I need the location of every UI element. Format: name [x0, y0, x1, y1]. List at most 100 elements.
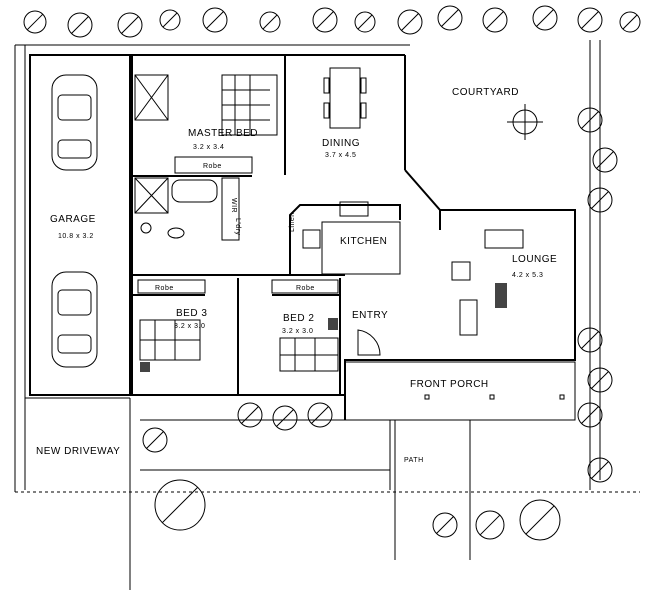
tree-icon: [532, 5, 558, 31]
tree-icon: [482, 7, 508, 33]
garage: GARAGE 10.8 x 3.2: [29, 54, 131, 396]
tree-icon: [159, 9, 181, 31]
armchair-icon: [451, 261, 471, 281]
lounge-label: LOUNGE: [512, 254, 557, 265]
tree-icon-stroke: [311, 406, 329, 424]
courtyard: COURTYARD: [452, 87, 543, 140]
ldry-label: L'dry: [234, 218, 241, 235]
tree-icon-stroke: [591, 371, 609, 389]
tree-icon: [354, 11, 376, 33]
master-bedroom: Robe MASTER BED 3.2 x 3.4: [134, 74, 278, 174]
bed2-size: 3.2 x 3.0: [282, 328, 313, 335]
tree-icon: [142, 427, 168, 453]
bed2-label: BED 2: [283, 313, 314, 324]
trees: [23, 5, 641, 541]
tree-icon: [397, 9, 423, 35]
tree-icon: [587, 367, 613, 393]
tree-icon-stroke: [316, 11, 334, 29]
tree-icon-stroke: [581, 11, 599, 29]
lounge: LOUNGE 4.2 x 5.3: [451, 229, 557, 336]
toilet-icon: [140, 222, 152, 234]
tree-icon-stroke: [525, 505, 555, 535]
door-swing-icon[interactable]: [357, 329, 381, 356]
tree-icon-stroke: [591, 461, 609, 479]
tree-icon: [619, 11, 641, 33]
driveway: NEW DRIVEWAY: [25, 397, 131, 590]
tree-icon: [437, 5, 463, 31]
tree-icon: [577, 327, 603, 353]
car-icon: [51, 74, 98, 171]
kitchen-label: KITCHEN: [340, 236, 387, 247]
tree-icon-stroke: [276, 409, 294, 427]
master-bed-size: 3.2 x 3.4: [193, 144, 224, 151]
tree-icon: [432, 512, 458, 538]
bedroom-2: Robe BED 2 3.2 x 3.0: [271, 279, 339, 372]
linen-label: Linen: [289, 212, 296, 232]
robe-master: [174, 156, 253, 174]
dining-label: DINING: [322, 138, 360, 149]
robe-label: Robe: [155, 285, 174, 292]
bath-icon: [171, 179, 218, 203]
tree-icon: [237, 402, 263, 428]
tree-icon-stroke: [581, 331, 599, 349]
master-bed-label: MASTER BED: [188, 128, 258, 139]
tree-icon: [577, 402, 603, 428]
bed3-label: BED 3: [176, 308, 207, 319]
house-walls: [130, 54, 576, 420]
tree-icon: [259, 11, 281, 33]
robe-label: Robe: [296, 285, 315, 292]
tree-icon-stroke: [581, 111, 599, 129]
tree-icon-stroke: [357, 14, 373, 30]
front-porch-label: FRONT PORCH: [410, 379, 489, 390]
tree-icon-stroke: [441, 9, 459, 27]
tree-icon-stroke: [581, 406, 599, 424]
lounge-size: 4.2 x 5.3: [512, 272, 543, 279]
tree-icon: [154, 479, 206, 531]
entry-label: ENTRY: [352, 310, 388, 321]
sofa-icon: [484, 229, 524, 249]
tree-icon-stroke: [262, 14, 278, 30]
robe-label: Robe: [203, 163, 222, 170]
driveway-label: NEW DRIVEWAY: [36, 446, 120, 457]
bathroom: WIR: [134, 177, 240, 241]
rug-icon: [495, 283, 507, 308]
tree-icon: [592, 147, 618, 173]
bed3-size: 3.2 x 3.0: [174, 323, 205, 330]
garage-size: 10.8 x 3.2: [58, 233, 94, 240]
tree-icon: [117, 12, 143, 38]
tree-icon-stroke: [71, 16, 89, 34]
tree-icon-stroke: [146, 431, 164, 449]
kitchen: KITCHEN Linen L'dry: [234, 201, 401, 275]
tree-icon: [519, 499, 561, 541]
tree-icon: [312, 7, 338, 33]
tree-icon-stroke: [401, 13, 419, 31]
tree-icon-stroke: [241, 406, 259, 424]
tree-icon: [587, 457, 613, 483]
path-label: PATH: [404, 457, 424, 464]
tree-icon: [23, 10, 47, 34]
front-porch: FRONT PORCH PATH: [140, 361, 576, 560]
tree-icon: [272, 405, 298, 431]
car-icon: [51, 271, 98, 368]
tree-icon-stroke: [436, 516, 454, 534]
plant-icon: [140, 362, 150, 372]
basin-icon: [167, 227, 185, 239]
tree-icon-stroke: [479, 514, 501, 536]
tree-icon-stroke: [162, 487, 198, 523]
cooktop-icon: [302, 229, 321, 249]
sofa-icon: [459, 299, 478, 336]
tree-icon: [587, 187, 613, 213]
tree-icon: [577, 7, 603, 33]
courtyard-label: COURTYARD: [452, 87, 519, 98]
dining-size: 3.7 x 4.5: [325, 152, 356, 159]
tree-icon: [475, 510, 505, 540]
tree-icon-stroke: [591, 191, 609, 209]
tree-icon-stroke: [486, 11, 504, 29]
wir: [221, 177, 240, 241]
tree-icon: [577, 107, 603, 133]
tree-icon-stroke: [121, 16, 139, 34]
tree-icon-stroke: [596, 151, 614, 169]
sink-icon: [339, 201, 369, 217]
garage-label: GARAGE: [50, 214, 96, 225]
